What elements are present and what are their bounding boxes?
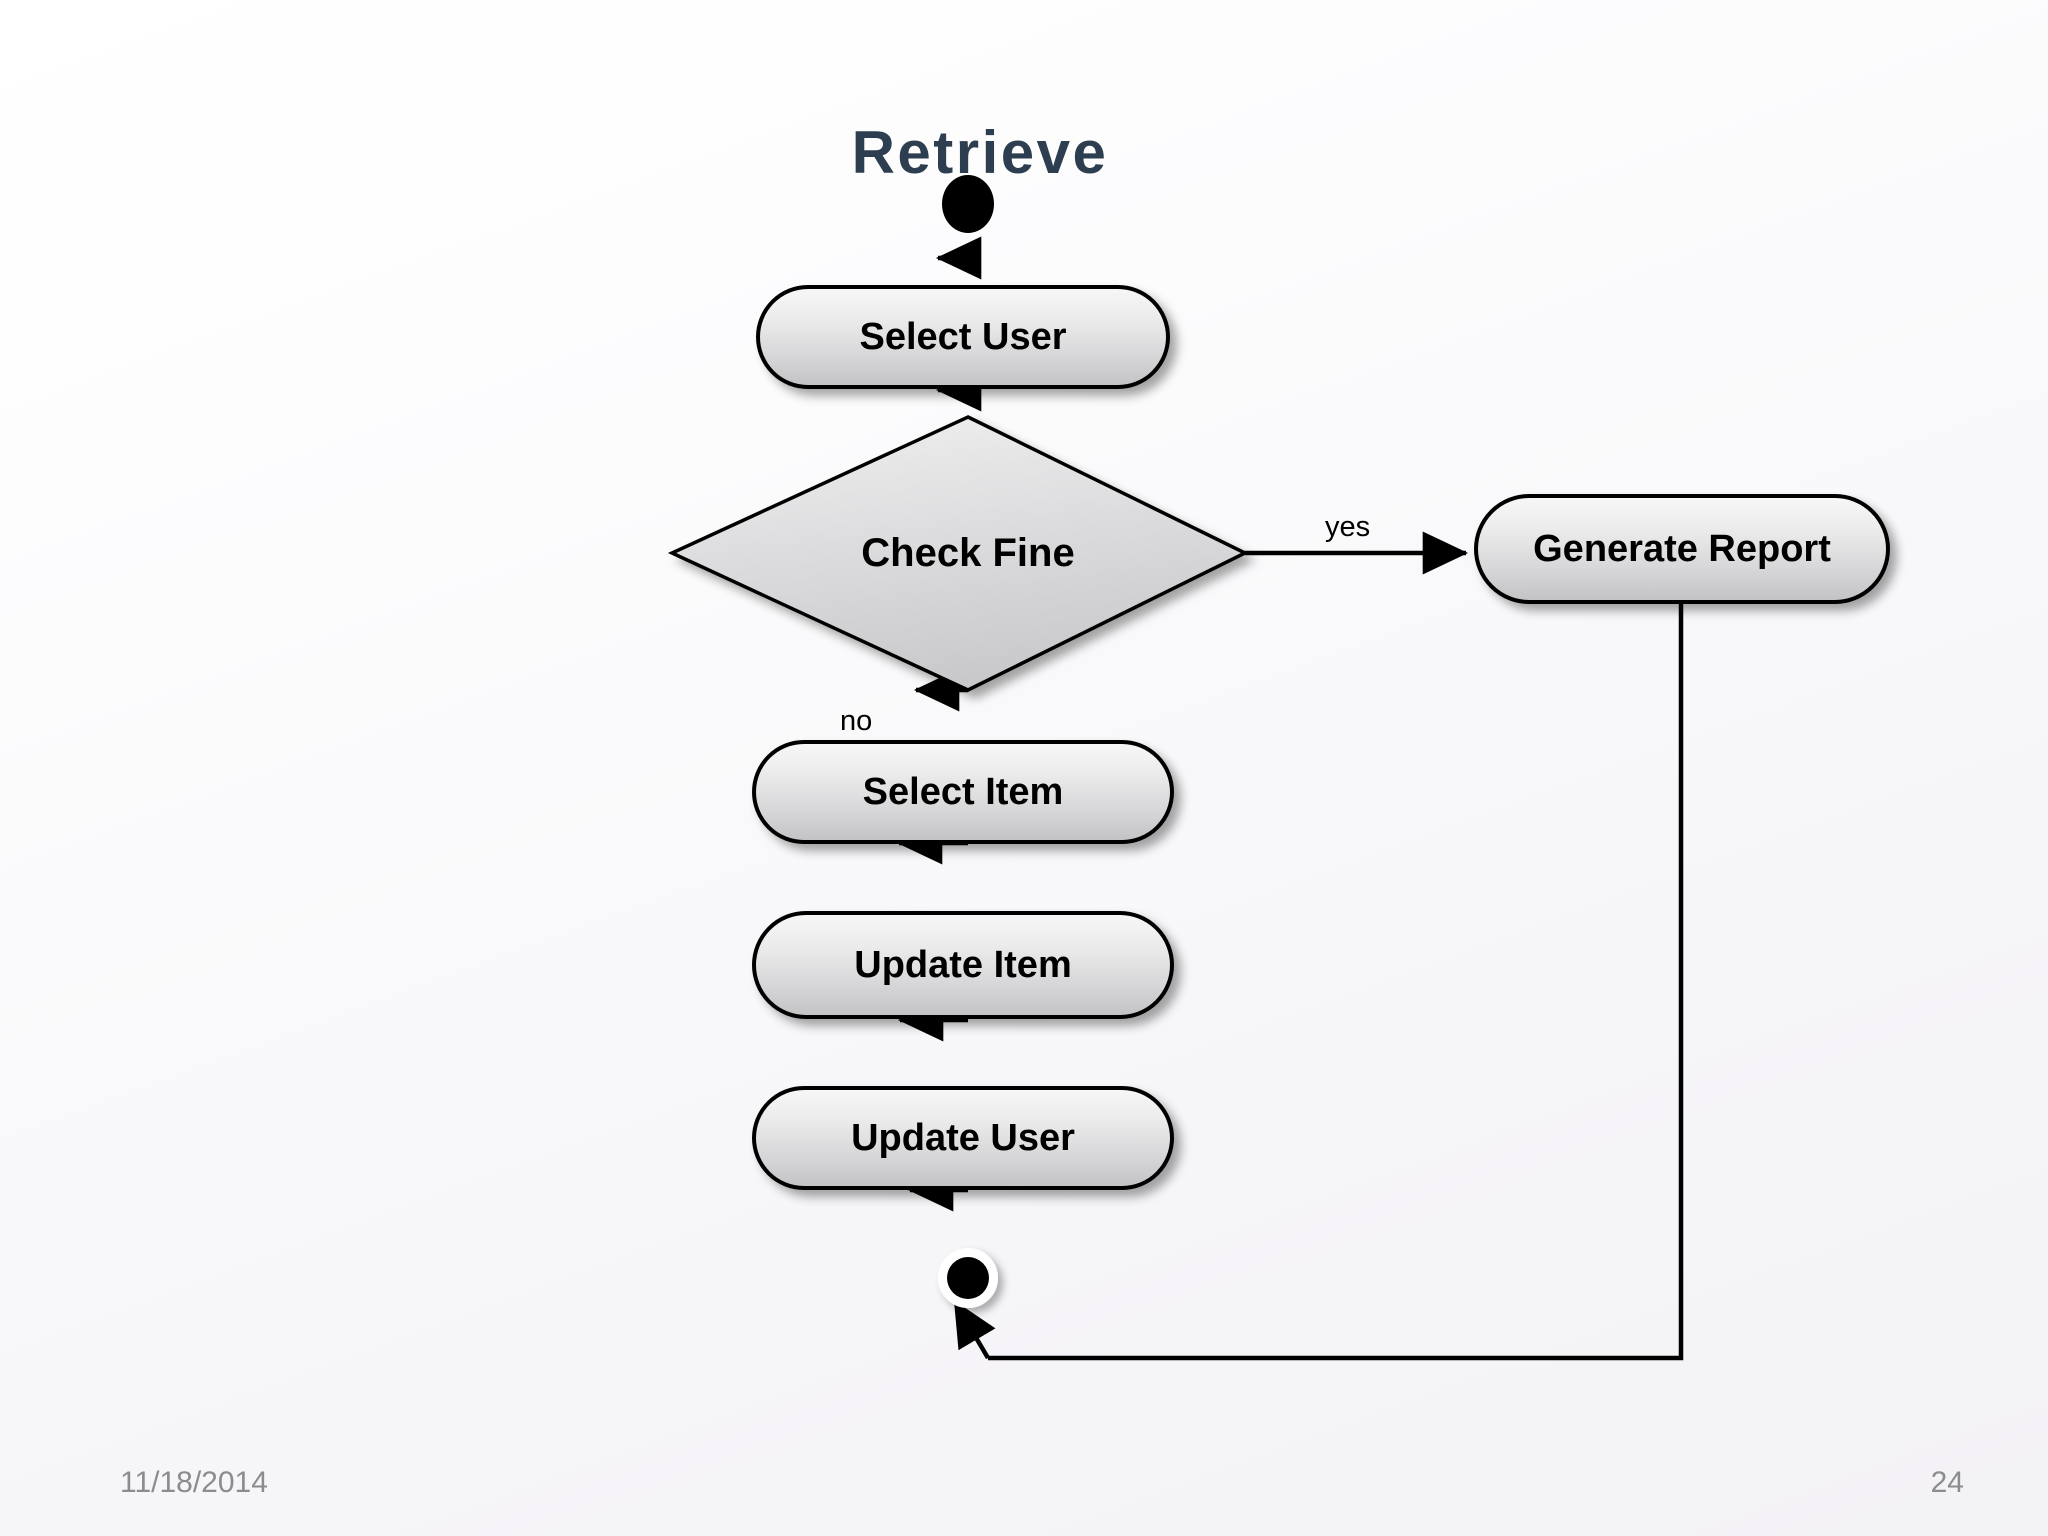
- node-select-item-shape[interactable]: [752, 740, 1174, 844]
- edge-label-yes: yes: [1325, 511, 1371, 543]
- final-node: [938, 1248, 998, 1308]
- footer-date: 11/18/2014: [120, 1466, 268, 1499]
- initial-node: [942, 175, 994, 233]
- edge-label-no: no: [840, 705, 873, 737]
- node-update-item-shape[interactable]: [752, 911, 1174, 1019]
- node-check-fine-shape[interactable]: [667, 415, 1249, 692]
- node-update-user-shape[interactable]: [752, 1086, 1174, 1190]
- footer-page-number: 24: [1930, 1466, 1964, 1499]
- node-select-user-shape[interactable]: [756, 285, 1170, 389]
- page-title: Retrieve: [851, 119, 1109, 186]
- edge-generate-report-to-end: [988, 604, 1684, 1361]
- node-generate-report-shape[interactable]: [1474, 494, 1890, 604]
- edge-generate-report-to-end-arrow: [953, 1300, 996, 1360]
